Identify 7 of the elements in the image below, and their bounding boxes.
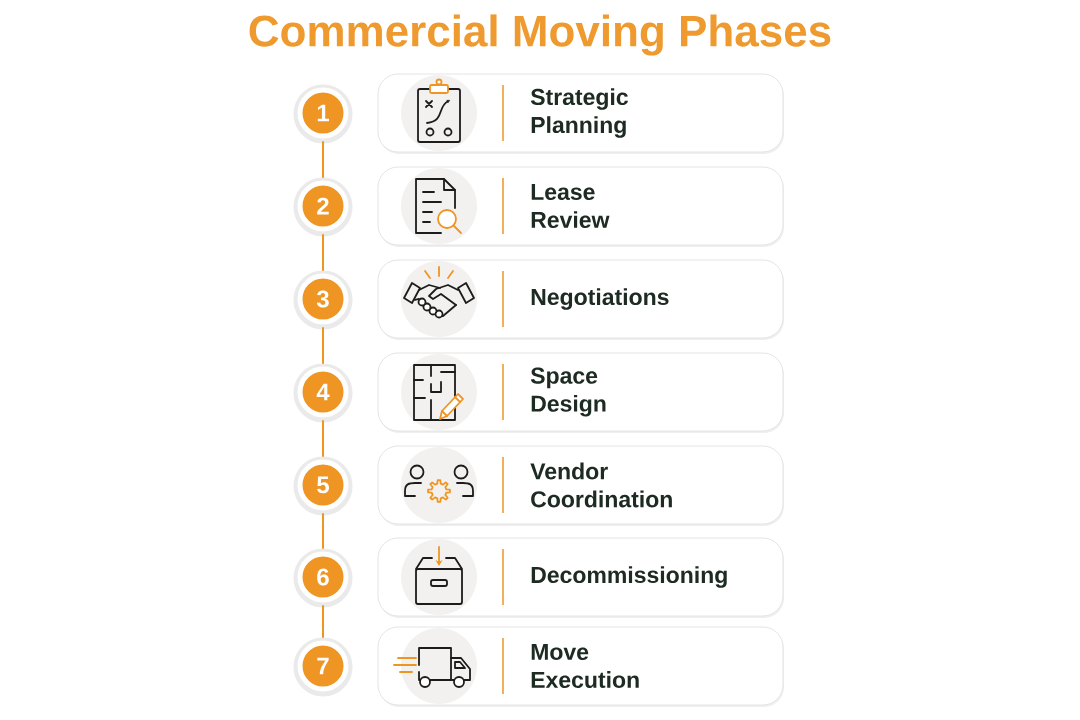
connector-line [322,420,324,457]
connector-line [322,513,324,549]
title: Commercial Moving Phases [249,14,831,56]
connector-line [322,141,324,178]
connector-line [322,327,324,364]
connector-line [322,605,324,638]
connector-line [322,234,324,271]
